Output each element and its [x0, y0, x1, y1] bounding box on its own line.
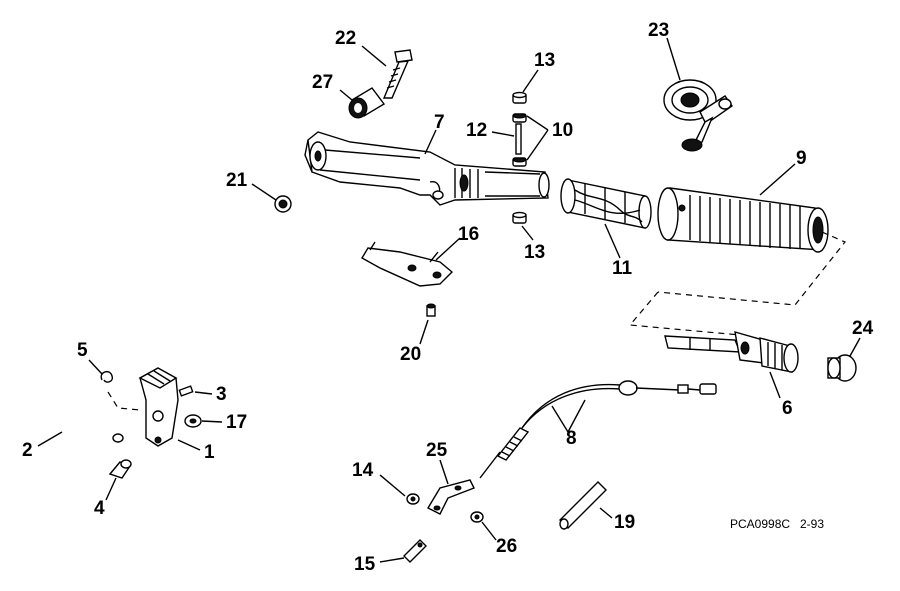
callout-7: 7 — [434, 112, 445, 133]
figure-reference: PCA0998C 2-93 — [730, 517, 824, 531]
callout-26: 26 — [496, 536, 517, 557]
callout-3: 3 — [216, 384, 227, 405]
part-17-washer — [184, 414, 202, 428]
part-13-bushing-bottom — [512, 211, 527, 224]
part-23-friction-assembly — [663, 79, 733, 152]
part-5-clip — [100, 370, 114, 383]
part-3-pin — [178, 385, 194, 397]
callout-8: 8 — [566, 428, 577, 449]
callout-6: 6 — [782, 398, 793, 419]
part-11-throttle-tube — [560, 178, 652, 229]
part-1-shift-lever — [107, 367, 179, 447]
callout-23: 23 — [648, 20, 669, 41]
callout-27: 27 — [312, 72, 333, 93]
part-10-bushing-b — [512, 157, 527, 167]
part-14-washer — [406, 493, 420, 505]
callout-22: 22 — [335, 28, 356, 49]
part-4-stud — [108, 459, 132, 479]
callout-15: 15 — [354, 554, 376, 575]
part-10-bushing-a — [512, 113, 527, 123]
leader-lines — [37, 37, 861, 563]
callout-14: 14 — [352, 460, 374, 481]
figure-date: 2-93 — [800, 517, 824, 531]
callout-9: 9 — [796, 148, 807, 169]
callout-16: 16 — [458, 224, 479, 245]
callout-25: 25 — [426, 440, 448, 461]
part-7-tiller-arm — [304, 131, 550, 206]
part-2-shift-rod — [20, 390, 124, 443]
part-13-bushing-top — [512, 91, 527, 104]
part-15-clip — [403, 539, 427, 563]
part-21-nut — [274, 195, 292, 213]
callout-13-bottom: 13 — [524, 242, 545, 263]
callout-2: 2 — [22, 440, 33, 461]
callout-1: 1 — [204, 442, 215, 463]
callout-19: 19 — [614, 512, 635, 533]
callout-13-top: 13 — [534, 50, 555, 71]
part-6-twist-grip-shaft — [664, 331, 799, 373]
assembly-dashed-lines — [628, 231, 846, 336]
part-20-screw — [426, 303, 436, 317]
part-22-bolt — [382, 49, 413, 99]
callout-4: 4 — [94, 498, 105, 519]
callout-labels: 22 27 13 23 12 10 7 9 21 16 13 11 24 20 … — [22, 20, 874, 575]
part-8-throttle-cable — [479, 380, 717, 479]
part-19-rod — [559, 481, 607, 530]
callout-11: 11 — [612, 258, 633, 279]
callout-12: 12 — [466, 120, 487, 141]
callout-21: 21 — [226, 170, 248, 191]
figure-code: PCA0998C — [730, 517, 790, 531]
part-24-cap — [827, 354, 857, 382]
part-26-screw — [470, 511, 484, 523]
part-12-pin — [515, 123, 522, 155]
part-9-handle-grip — [657, 187, 829, 253]
callout-5: 5 — [77, 340, 88, 361]
part-16-bracket — [361, 241, 454, 287]
callout-20: 20 — [400, 344, 421, 365]
callout-17: 17 — [226, 412, 247, 433]
callout-10: 10 — [552, 120, 573, 141]
callout-24: 24 — [852, 318, 874, 339]
part-27-bushing — [348, 87, 386, 119]
part-25-cable-bracket — [427, 479, 475, 515]
